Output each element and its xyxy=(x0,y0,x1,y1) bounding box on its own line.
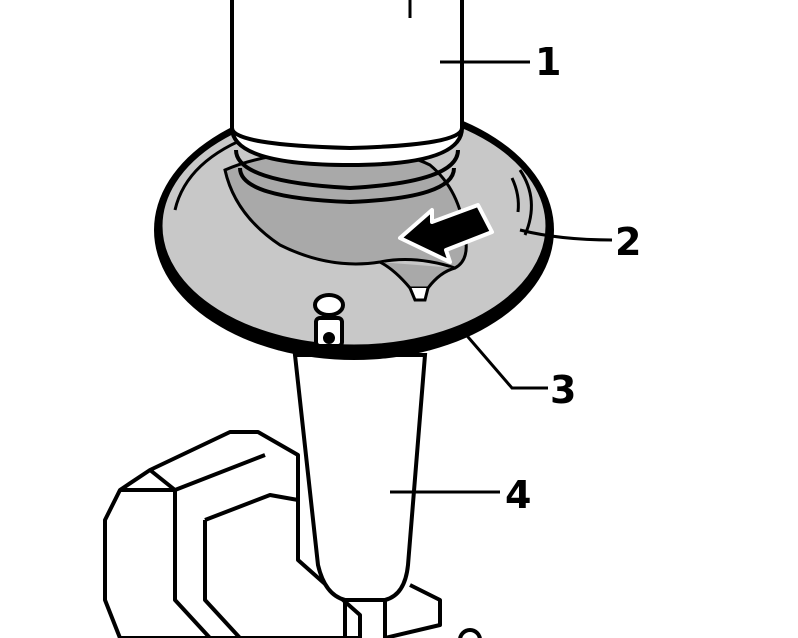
lower-tube xyxy=(292,353,428,638)
callout-label-2: 2 xyxy=(615,220,641,264)
leader-3 xyxy=(460,329,548,390)
direction-arrow-icon xyxy=(398,203,494,264)
callout-leaders xyxy=(390,60,613,494)
callout-label-1: 1 xyxy=(535,40,561,84)
base-bracket xyxy=(103,430,482,638)
callout-label-3: 3 xyxy=(550,368,576,412)
upper-cylinder xyxy=(230,0,464,205)
bleed-nipple xyxy=(313,293,345,348)
leader-2 xyxy=(519,228,613,242)
callout-label-4: 4 xyxy=(505,473,531,517)
